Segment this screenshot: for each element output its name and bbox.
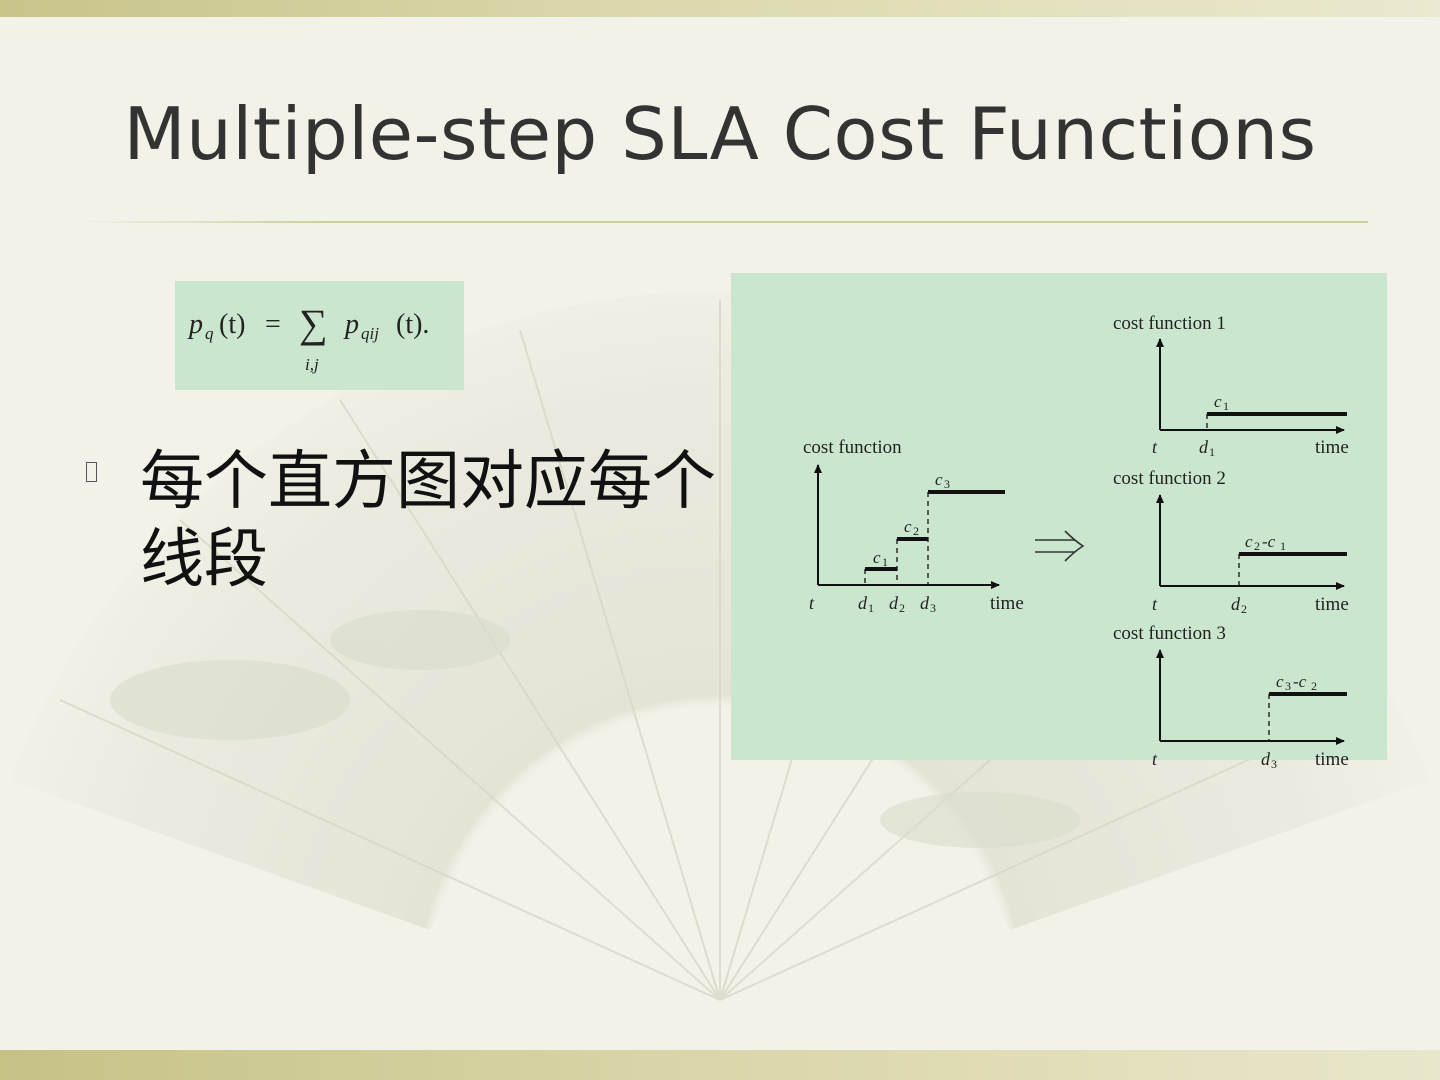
- formula-lhs-sub: q: [205, 324, 214, 343]
- main-d3-label: d: [920, 593, 930, 613]
- panel3-origin-label: t: [1152, 749, 1158, 769]
- main-c2-sub: 2: [913, 524, 919, 538]
- panel-cost-function-3: cost function 3 c 3 -c 2 t d 3 time: [1113, 623, 1349, 771]
- formula-rhs: p: [343, 309, 359, 340]
- main-c3-sub: 3: [944, 477, 950, 491]
- panel2-level-label: c: [1245, 532, 1253, 551]
- implies-arrow-icon: [1035, 530, 1085, 562]
- main-c1-label: c: [873, 548, 881, 567]
- panel3-level-sub: 3: [1285, 679, 1291, 693]
- panel3-deadline-sub: 3: [1271, 757, 1277, 771]
- slide-title: Multiple-step SLA Cost Functions: [123, 92, 1317, 176]
- top-decorative-band: [0, 0, 1440, 17]
- formula-lhs-arg: (t): [219, 309, 245, 340]
- panel-cost-function-1: cost function 1 c 1 t d 1 time: [1113, 313, 1349, 459]
- panel1-level-sub: 1: [1223, 399, 1229, 413]
- bullet-box-icon: [86, 462, 97, 482]
- panel1-deadline-sub: 1: [1209, 445, 1215, 459]
- panel2-xlabel: time: [1315, 594, 1349, 615]
- panel1-level-label: c: [1214, 392, 1222, 411]
- main-c1-sub: 1: [882, 555, 888, 569]
- panel2-origin-label: t: [1152, 594, 1158, 614]
- main-ylabel: cost function: [803, 437, 902, 458]
- panel1-ylabel: cost function 1: [1113, 313, 1226, 334]
- panel2-deadline-label: d: [1231, 594, 1241, 614]
- main-c2-label: c: [904, 517, 912, 536]
- panel3-level-tail: -c: [1293, 672, 1307, 691]
- main-origin-label: t: [809, 593, 815, 613]
- panel1-origin-label: t: [1152, 437, 1158, 457]
- panel3-xlabel: time: [1315, 749, 1349, 770]
- panel2-level-tail-sub: 1: [1280, 539, 1286, 553]
- bottom-decorative-band: [0, 1050, 1440, 1080]
- panel2-ylabel: cost function 2: [1113, 468, 1226, 489]
- panel2-deadline-sub: 2: [1241, 602, 1247, 616]
- formula-rhs-arg: (t).: [396, 309, 429, 340]
- panel2-level-tail: -c: [1262, 532, 1276, 551]
- main-plot: cost function t time c 1 c 2 c 3 d 1 d 2…: [803, 437, 1024, 615]
- formula-lhs: p: [187, 309, 203, 340]
- main-d1-sub: 1: [868, 601, 874, 615]
- panel3-level-label: c: [1276, 672, 1284, 691]
- title-divider: [72, 221, 1368, 223]
- bullet-text: 每个直方图对应每个线段: [140, 445, 716, 597]
- panel2-level-sub: 2: [1254, 539, 1260, 553]
- formula-image: p q (t) = ∑ i,j p qij (t).: [175, 281, 464, 390]
- formula-rhs-sub: qij: [361, 324, 379, 343]
- formula-equals: =: [265, 309, 281, 340]
- panel3-level-tail-sub: 2: [1311, 679, 1317, 693]
- panel1-xlabel: time: [1315, 437, 1349, 458]
- panel1-deadline-label: d: [1199, 437, 1209, 457]
- formula-sum-symbol: ∑: [299, 301, 328, 346]
- panel3-ylabel: cost function 3: [1113, 623, 1226, 644]
- main-d1-label: d: [858, 593, 868, 613]
- panel3-deadline-label: d: [1261, 749, 1271, 769]
- main-d3-sub: 3: [930, 601, 936, 615]
- main-d2-sub: 2: [899, 601, 905, 615]
- cost-function-figure: cost function t time c 1 c 2 c 3 d 1 d 2…: [731, 273, 1387, 771]
- panel-cost-function-2: cost function 2 c 2 -c 1 t d 2 time: [1113, 468, 1349, 616]
- formula-sum-index: i,j: [305, 355, 319, 374]
- main-c3-label: c: [935, 470, 943, 489]
- main-xlabel: time: [990, 593, 1024, 614]
- main-d2-label: d: [889, 593, 899, 613]
